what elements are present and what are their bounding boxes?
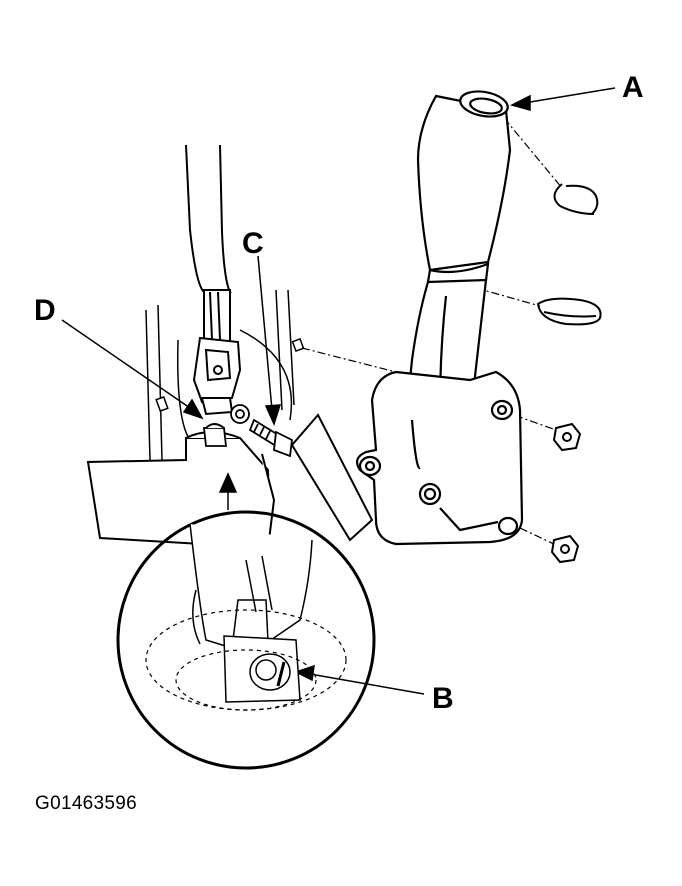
shaft-joint: [192, 336, 242, 416]
callout-label-a: A: [622, 71, 644, 104]
callout-label-c: C: [242, 227, 264, 260]
callout-label-d: D: [34, 294, 56, 327]
mounting-bolt: [230, 404, 293, 458]
lever-housing: [356, 370, 524, 546]
figure-id: G01463596: [35, 793, 138, 814]
bracket-plate: [290, 413, 374, 542]
alignment-lines: [301, 117, 563, 546]
small-screws: [155, 337, 305, 412]
detail-circle: [116, 510, 376, 770]
column-cover: [177, 329, 293, 441]
retaining-clips: [536, 183, 602, 326]
steering-column-lines: [145, 289, 295, 461]
lock-bolt: [202, 423, 228, 447]
callout-arrows: [61, 87, 616, 695]
shift-shaft: [185, 144, 232, 343]
callout-label-b: B: [432, 682, 454, 715]
nuts: [550, 422, 582, 564]
